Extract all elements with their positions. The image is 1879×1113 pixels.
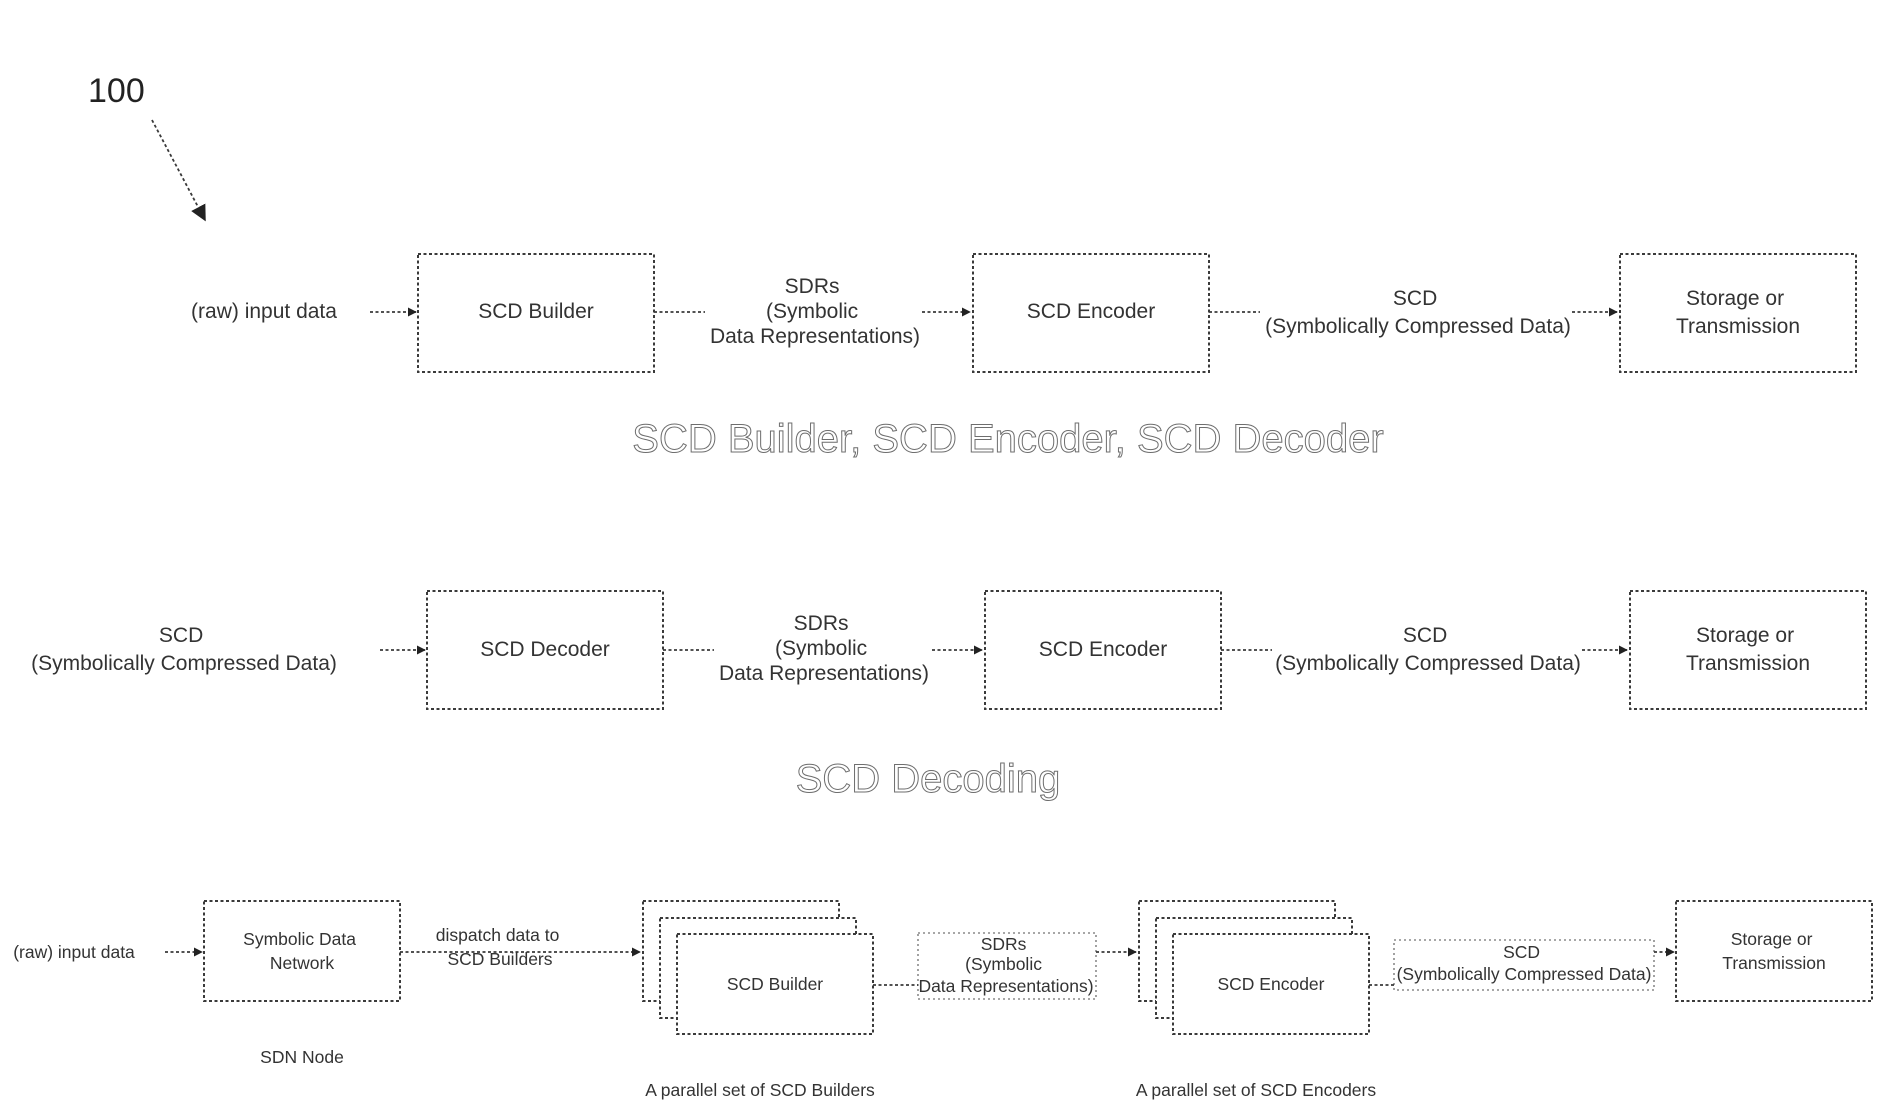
parallel-encoders-caption: A parallel set of SCD Encoders: [1136, 1080, 1377, 1100]
scd-encoder-label-decoding: SCD Encoder: [1039, 638, 1167, 661]
scd-compressed-label-decoding: SCD (Symbolically Compressed Data): [1275, 624, 1581, 675]
scd-builder-label: SCD Builder: [478, 300, 594, 323]
reference-arrow: [152, 120, 205, 220]
parallel-builders-caption: A parallel set of SCD Builders: [645, 1080, 875, 1100]
sdrs-label: SDRs (Symbolic Data Representations): [710, 275, 920, 348]
scd-builder-label-parallel: SCD Builder: [727, 974, 823, 994]
sdrs-label-decoding: SDRs (Symbolic Data Representations): [719, 612, 929, 685]
symbolic-data-network-box: [204, 901, 400, 1001]
figure-reference-number: 100: [88, 72, 145, 110]
sdn-node-caption: SDN Node: [260, 1047, 344, 1067]
row-decoding: SCD (Symbolically Compressed Data) SCD D…: [31, 591, 1866, 801]
scd-compressed-label-parallel: SCD (Symbolically Compressed Data): [1397, 942, 1652, 984]
dispatch-label: dispatch data to SCD Builders: [436, 925, 564, 969]
section-title-decoding: SCD Decoding: [796, 757, 1061, 801]
raw-input-label: (raw) input data: [191, 300, 337, 323]
raw-input-label-parallel: (raw) input data: [13, 942, 135, 962]
scd-encoder-label: SCD Encoder: [1027, 300, 1155, 323]
row-builder-encoder: (raw) input data SCD Builder SDRs (Symbo…: [191, 254, 1856, 461]
scd-encoder-label-parallel: SCD Encoder: [1218, 974, 1325, 994]
row-parallel: (raw) input data Symbolic Data Network S…: [13, 901, 1872, 1100]
scd-decoder-label: SCD Decoder: [480, 638, 610, 661]
scd-compressed-label: SCD (Symbolically Compressed Data): [1265, 287, 1571, 338]
storage-box: [1620, 254, 1856, 372]
section-title-builder-encoder: SCD Builder, SCD Encoder, SCD Decoder: [632, 417, 1383, 461]
sdrs-label-parallel: SDRs (Symbolic Data Representations): [918, 934, 1093, 996]
scd-input-label: SCD (Symbolically Compressed Data): [31, 624, 337, 675]
storage-box-parallel: [1676, 901, 1872, 1001]
storage-box-decoding: [1630, 591, 1866, 709]
